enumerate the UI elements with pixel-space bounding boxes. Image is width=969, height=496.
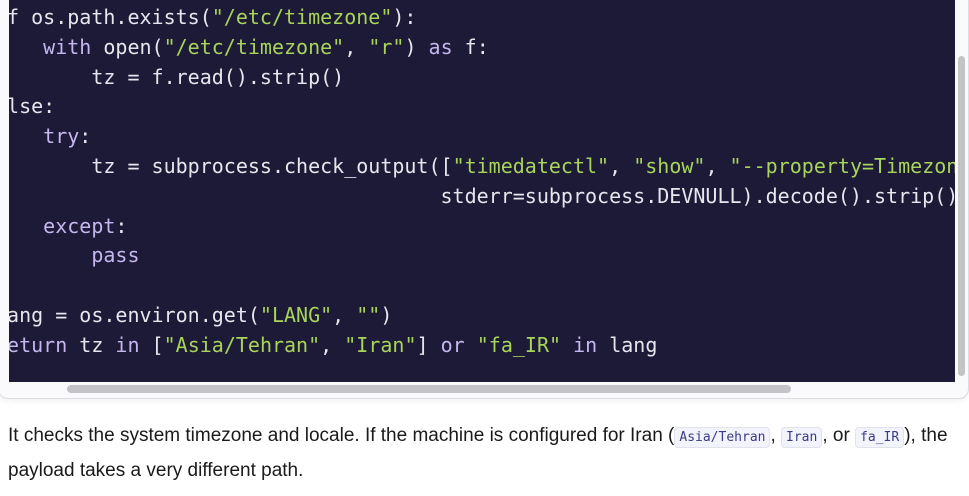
code-keyword: return xyxy=(9,332,68,357)
code-string: "" xyxy=(356,302,381,327)
code-block: if os.path.exists("/etc/timezone"): with… xyxy=(9,0,955,382)
code-string: "Iran" xyxy=(344,332,417,357)
code-token: , xyxy=(705,153,730,178)
code-token: tz = f.read().strip() xyxy=(9,64,345,89)
code-text: if os.path.exists("/etc/timezone"): with… xyxy=(9,3,955,361)
explanation-text: It checks the system timezone and locale… xyxy=(8,425,675,446)
horizontal-scrollbar-thumb[interactable] xyxy=(67,385,791,393)
inline-code-iran: Iran xyxy=(781,427,823,448)
explanation-paragraph: It checks the system timezone and locale… xyxy=(8,419,968,487)
code-line: tz = f.read().strip() xyxy=(9,63,955,93)
code-string: "LANG" xyxy=(259,302,333,327)
code-line: except: xyxy=(9,212,955,242)
explanation-text: ), the payload takes a very different pa… xyxy=(8,425,948,481)
code-token xyxy=(9,214,43,238)
code-keyword: in xyxy=(573,332,598,357)
code-token xyxy=(9,243,91,267)
code-line: stderr=subprocess.DEVNULL).decode().stri… xyxy=(9,182,955,212)
code-line: if os.path.exists("/etc/timezone"): xyxy=(9,3,955,33)
code-keyword: except xyxy=(43,213,116,238)
code-keyword: or xyxy=(440,332,465,357)
vertical-scrollbar-thumb[interactable] xyxy=(958,56,965,376)
code-keyword: with xyxy=(43,34,92,59)
code-token: [ xyxy=(139,332,164,357)
code-token xyxy=(561,333,573,357)
code-token: : xyxy=(115,213,128,238)
vertical-scrollbar[interactable] xyxy=(956,0,968,382)
code-token: : xyxy=(79,124,92,149)
code-token xyxy=(9,124,43,148)
code-string: "r" xyxy=(368,34,405,59)
code-string: "--property=Timezone" xyxy=(729,153,955,178)
code-line xyxy=(9,271,955,301)
code-token: , xyxy=(320,332,345,357)
code-token xyxy=(465,333,477,357)
code-token: lang xyxy=(597,332,658,357)
code-token: open( xyxy=(91,34,164,59)
code-line: tz = subprocess.check_output(["timedatec… xyxy=(9,152,955,182)
code-string: "show" xyxy=(633,153,706,178)
code-token: , xyxy=(332,302,357,327)
code-block-container: if os.path.exists("/etc/timezone"): with… xyxy=(0,0,969,399)
separator: , xyxy=(770,425,782,446)
code-line: lang = os.environ.get("LANG", "") xyxy=(9,301,955,331)
code-token: ] xyxy=(416,332,441,357)
inline-code-asia-tehran: Asia/Tehran xyxy=(674,427,771,448)
code-line: pass xyxy=(9,241,955,271)
code-line: else: xyxy=(9,92,955,122)
code-line: with open("/etc/timezone", "r") as f: xyxy=(9,33,955,63)
code-token: tz = subprocess.check_output([ xyxy=(9,153,453,178)
code-token: stderr=subprocess.DEVNULL).decode().stri… xyxy=(9,183,955,208)
code-string: "/etc/timezone" xyxy=(163,34,345,59)
code-token: , xyxy=(344,34,369,59)
inline-code-fa-ir: fa_IR xyxy=(855,427,905,448)
code-token: ) xyxy=(404,34,429,59)
code-line: try: xyxy=(9,122,955,152)
code-keyword: try xyxy=(43,124,80,149)
horizontal-scrollbar[interactable] xyxy=(9,382,955,397)
code-token: ): xyxy=(392,5,417,29)
code-token: , xyxy=(609,153,634,178)
code-keyword: pass xyxy=(91,243,140,268)
code-token: ) xyxy=(380,302,393,327)
code-line: return tz in ["Asia/Tehran", "Iran"] or … xyxy=(9,331,955,361)
code-string: "fa_IR" xyxy=(476,332,562,357)
code-string: "timedatectl" xyxy=(452,153,610,178)
code-string: "Asia/Tehran" xyxy=(163,332,321,357)
code-token: f: xyxy=(452,34,489,59)
code-token xyxy=(9,35,43,59)
code-keyword: in xyxy=(115,332,140,357)
code-token: tz xyxy=(67,332,116,357)
code-string: "/etc/timezone" xyxy=(211,5,393,29)
code-token: lang = os.environ.get( xyxy=(9,302,260,327)
code-keyword: as xyxy=(428,34,453,59)
separator: , or xyxy=(822,425,856,446)
code-token: else: xyxy=(9,94,56,119)
code-token: if os.path.exists( xyxy=(9,5,212,29)
